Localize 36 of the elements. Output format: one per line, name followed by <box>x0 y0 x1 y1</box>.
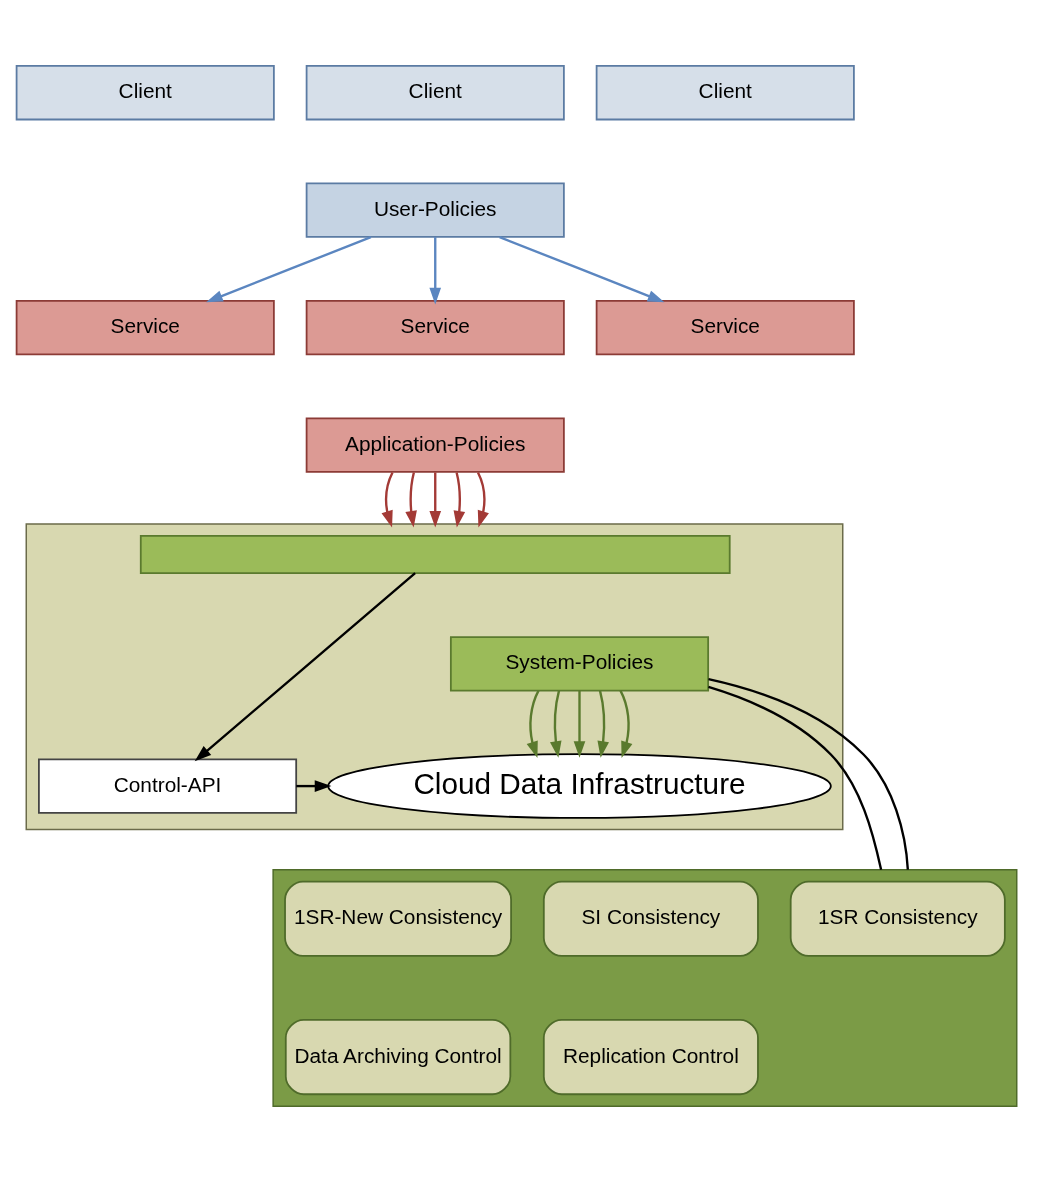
arrow <box>296 780 332 792</box>
connector <box>708 678 909 870</box>
node-box: Replication Control <box>542 1019 759 1096</box>
arrow <box>597 690 609 758</box>
node-box: User-Policies <box>305 182 565 238</box>
node-box: Client <box>595 65 855 121</box>
connector <box>708 685 883 870</box>
node-box: Client <box>305 65 565 121</box>
cluster <box>25 523 844 831</box>
arrow <box>526 690 540 759</box>
arrow <box>453 472 466 528</box>
arrow <box>194 572 416 762</box>
cluster <box>272 868 1018 1107</box>
node-box: Service <box>305 300 565 356</box>
node-box: Service <box>15 300 275 356</box>
node-ellipse: Cloud Data Infrastructure <box>327 753 832 819</box>
arrow <box>550 690 562 758</box>
arrow <box>499 236 665 303</box>
node-box: System-Policies <box>449 636 710 692</box>
arrow <box>429 472 442 528</box>
arrow <box>573 690 586 758</box>
arrow <box>619 690 633 759</box>
arrow <box>405 472 417 528</box>
node-box: Data Archiving Control <box>284 1019 512 1096</box>
arrow <box>476 471 489 528</box>
node-bar <box>139 535 731 574</box>
node-box: SI Consistency <box>542 880 759 957</box>
arrow <box>206 236 372 303</box>
arrow <box>429 237 442 305</box>
arrow <box>381 471 394 528</box>
node-box: Client <box>15 65 275 121</box>
node-box: 1SR Consistency <box>789 880 1006 957</box>
node-box: Application-Policies <box>305 417 565 473</box>
node-box: Control-API <box>38 758 298 814</box>
node-box: Service <box>595 300 855 356</box>
node-box: 1SR-New Consistency <box>284 880 512 957</box>
